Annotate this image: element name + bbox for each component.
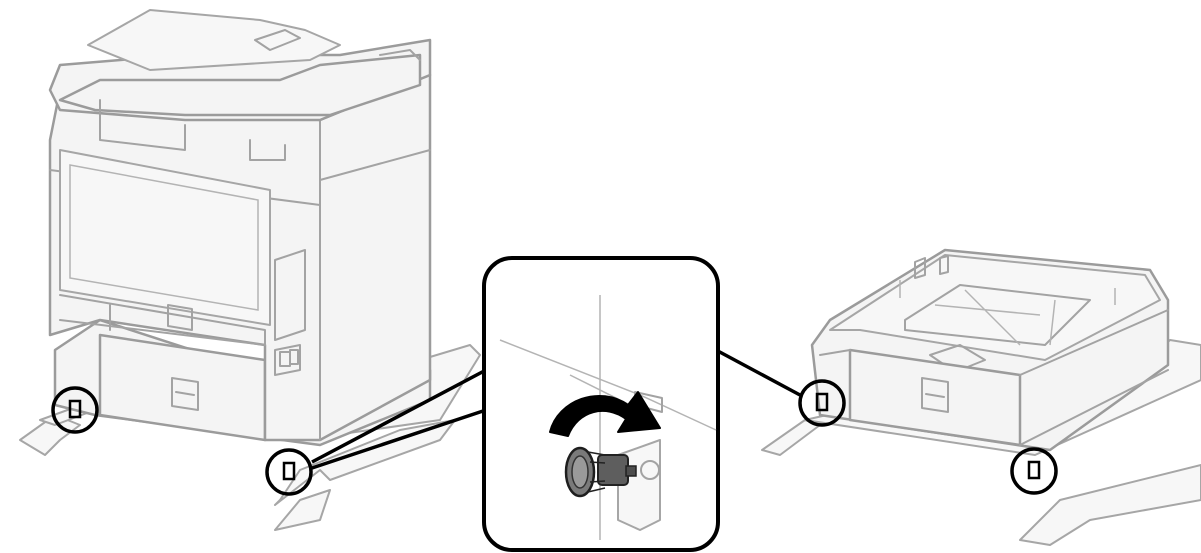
leader-left-2 bbox=[311, 408, 487, 470]
printer-with-cassette-unit bbox=[19, 9, 481, 531]
callout-leaders bbox=[311, 348, 801, 470]
front-cover bbox=[59, 149, 271, 326]
screw-icon-right-left bbox=[815, 392, 829, 412]
right-top-inner bbox=[904, 284, 1091, 346]
lower-front-panel bbox=[59, 294, 266, 346]
screw-highlight-left bbox=[51, 386, 99, 434]
thumbscrew-knob-icon bbox=[564, 446, 637, 498]
screw-highlight-right-left bbox=[798, 379, 846, 427]
adf-tray-guide bbox=[254, 29, 421, 61]
screw-highlight-right bbox=[265, 448, 313, 496]
right-unit-seam bbox=[819, 309, 1169, 446]
screw-icon-right-right bbox=[1027, 460, 1041, 480]
leader-left bbox=[311, 368, 487, 464]
adf-top bbox=[58, 53, 422, 117]
side-vent bbox=[274, 344, 301, 376]
zoom-inset bbox=[482, 256, 720, 552]
right-top-posts bbox=[914, 255, 949, 279]
rotation-arrow-icon bbox=[549, 391, 661, 437]
right-stand-foot-right bbox=[1019, 464, 1201, 546]
detached-cassette-unit bbox=[761, 248, 1201, 546]
lower-panel-handle bbox=[167, 304, 193, 331]
front-cover-inner bbox=[69, 164, 259, 311]
screw-highlight-right-right bbox=[1010, 447, 1058, 495]
cassette-drawer bbox=[98, 333, 267, 442]
right-top-posts-2 bbox=[899, 280, 1116, 305]
inset-screw-hole bbox=[640, 460, 660, 480]
right-unit-top bbox=[829, 254, 1161, 361]
adf-tray bbox=[87, 9, 341, 71]
scanner-lip bbox=[99, 99, 286, 161]
right-drawer-handle bbox=[921, 377, 949, 413]
screw-icon-left bbox=[68, 399, 82, 419]
leader-right bbox=[715, 348, 801, 397]
screw-icon-right bbox=[282, 461, 296, 481]
side-cover bbox=[274, 249, 306, 341]
stand-foot-right-2 bbox=[274, 489, 331, 531]
cassette-handle bbox=[171, 377, 199, 411]
printer-right-side-split bbox=[319, 119, 431, 441]
right-stand-foot-left bbox=[761, 419, 821, 456]
right-top-rails bbox=[934, 289, 1056, 346]
side-slot-2 bbox=[289, 349, 299, 365]
